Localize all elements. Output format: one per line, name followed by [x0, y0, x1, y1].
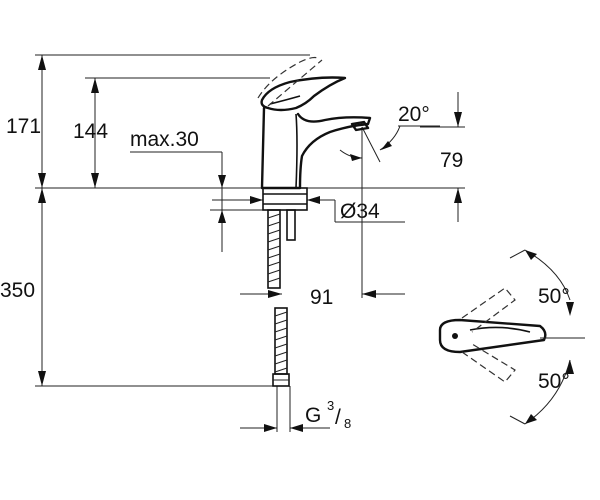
dim-label-171: 171 — [6, 115, 41, 138]
faucet-body — [260, 106, 372, 190]
deck-mount — [262, 187, 308, 211]
dim-label-79: 79 — [440, 149, 463, 172]
dim-label-diameter-34: Ø34 — [340, 200, 380, 223]
dimension-171: 171 — [6, 55, 46, 188]
dimension-91: 91 — [240, 170, 405, 309]
dimension-20-degrees: 20° — [339, 103, 440, 170]
dim-label-thread-den: 8 — [344, 416, 351, 431]
dimension-144: 144 — [73, 78, 108, 188]
dimension-350: 350 — [0, 188, 46, 386]
supply-hose — [274, 307, 288, 375]
mounting-stud — [286, 209, 296, 241]
hose-braid — [274, 311, 288, 373]
spout-aerator — [350, 120, 370, 132]
faucet-top-view: 50° 50° — [438, 249, 585, 425]
dim-label-rotation-right: 50° — [538, 370, 570, 393]
extension-lines — [35, 54, 465, 387]
dim-label-thread-g: G — [305, 404, 321, 427]
dimension-thread-g-3-8: G 3 / 8 — [240, 386, 351, 432]
top-view-lever — [438, 318, 547, 354]
top-view-rotated-left — [461, 287, 516, 333]
dim-label-thread-slash: / — [335, 406, 341, 429]
dim-label-144: 144 — [73, 120, 108, 143]
dim-label-max-30: max.30 — [130, 128, 199, 151]
dim-label-20-degrees: 20° — [398, 103, 430, 126]
dim-label-rotation-left: 50° — [538, 285, 570, 308]
dimension-79: 79 — [440, 92, 463, 222]
faucet-side-view — [257, 56, 372, 387]
lever-dashed-position — [257, 56, 319, 99]
dim-label-91: 91 — [310, 286, 333, 309]
threaded-rod — [267, 209, 281, 289]
dim-label-thread-num: 3 — [327, 398, 334, 413]
dimension-diameter-34: Ø34 — [212, 196, 405, 223]
lever-handle — [260, 76, 347, 112]
dim-label-350: 350 — [0, 279, 35, 302]
rod-threads — [267, 213, 281, 283]
top-view-rotated-right — [461, 343, 516, 383]
dimension-max-30: max.30 — [130, 128, 265, 252]
